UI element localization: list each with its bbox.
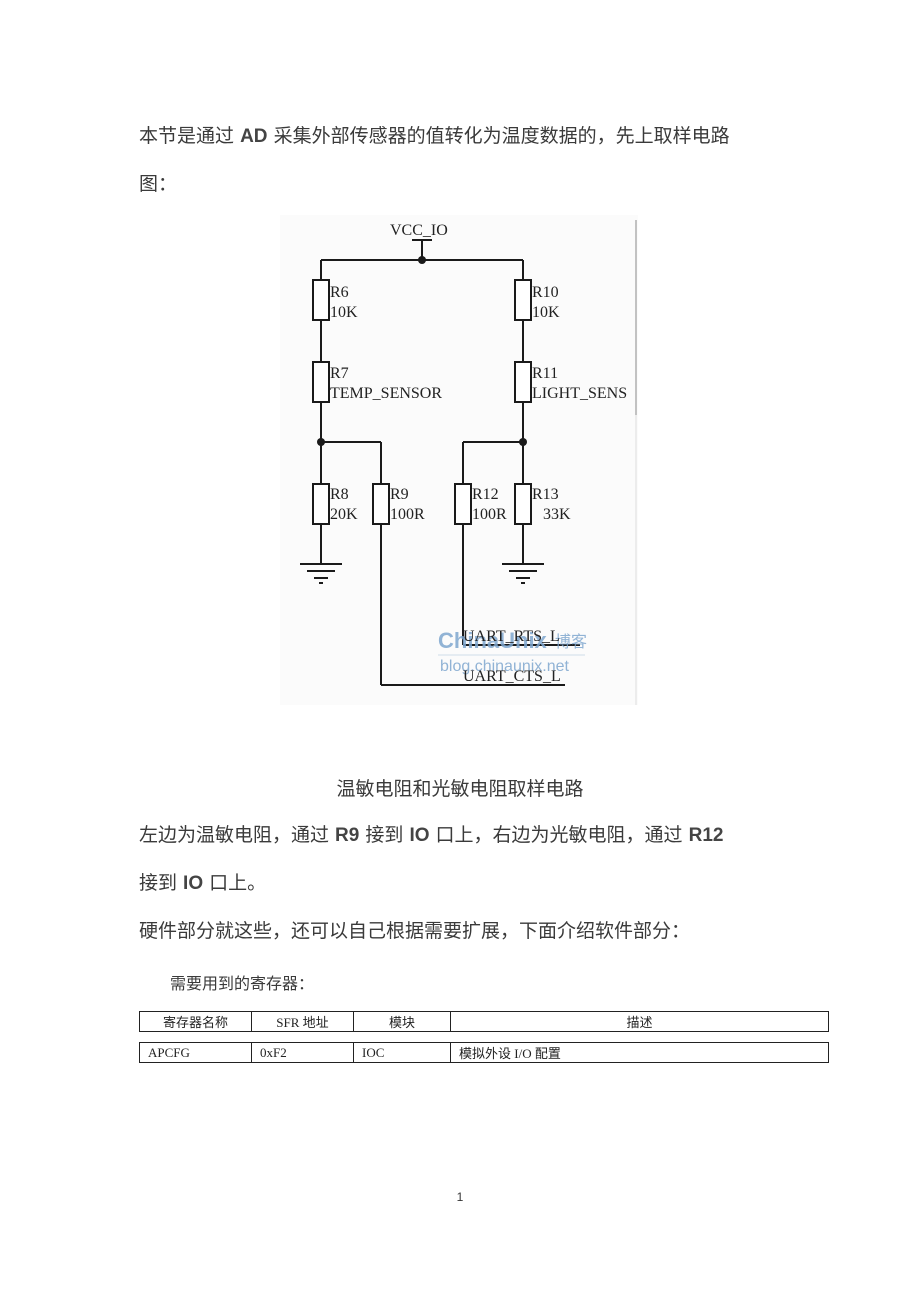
intro-line-2: 图： <box>139 173 178 195</box>
r10-ref: R10 <box>532 284 559 301</box>
intro-text-cont: 采集外部传感器的值转化为温度数据的，先上取样电路 <box>273 125 730 147</box>
r12-ref: R12 <box>472 486 499 503</box>
r6-ref: R6 <box>330 284 349 301</box>
cell-name: APCFG <box>139 1042 252 1063</box>
col-header-sfr: SFR 地址 <box>251 1011 354 1032</box>
r13-value: 33K <box>543 506 571 523</box>
table-header-row: 寄存器名称 SFR 地址 模块 描述 <box>139 1011 829 1032</box>
cell-sfr: 0xF2 <box>251 1042 354 1063</box>
table-row: APCFG 0xF2 IOC 模拟外设 I/O 配置 <box>139 1042 829 1063</box>
watermark-url: blog.chinaunix.net <box>440 658 570 675</box>
body-line-1: 左边为温敏电阻，通过 R9 接到 IO 口上，右边为光敏电阻，通过 R12 <box>139 823 723 848</box>
page-number: 1 <box>456 1190 464 1204</box>
r7-ref: R7 <box>330 365 349 382</box>
text-run: 接到 <box>139 872 184 894</box>
resistor-r9 <box>372 483 390 525</box>
resistor-r12 <box>454 483 472 525</box>
text-run: 口上。 <box>203 872 267 894</box>
bold-term: R9 <box>335 825 360 846</box>
junction-top <box>418 256 426 264</box>
junction-right <box>519 438 527 446</box>
intro-text: 本节是通过 <box>139 125 235 147</box>
r11-ref: R11 <box>532 365 558 382</box>
col-header-desc: 描述 <box>450 1011 829 1032</box>
resistor-r13 <box>514 483 532 525</box>
circuit-svg: VCC_IO R6 10K R7 TEMP_SENSOR R8 20K R9 1… <box>300 220 637 705</box>
col-header-module: 模块 <box>353 1011 451 1032</box>
net-label-rts: UART_RTS_L <box>463 628 560 645</box>
resistor-r6 <box>312 279 330 321</box>
r13-ref: R13 <box>532 486 559 503</box>
vcc-label: VCC_IO <box>390 222 448 239</box>
net-label-cts: UART_CTS_L <box>463 668 561 685</box>
r11-value: LIGHT_SENS <box>532 385 627 402</box>
intro-line-1: 本节是通过 AD 采集外部传感器的值转化为温度数据的，先上取样电路 <box>139 124 730 149</box>
body-line-3: 硬件部分就这些，还可以自己根据需要扩展，下面介绍软件部分： <box>139 920 691 942</box>
register-table-header: 寄存器名称 SFR 地址 模块 描述 <box>139 1011 829 1032</box>
text-run: 口上，右边为光敏电阻，通过 <box>429 824 689 846</box>
bold-term: IO <box>183 873 204 894</box>
junction-left <box>317 438 325 446</box>
r9-ref: R9 <box>390 486 409 503</box>
watermark-brand: ChinaUnix <box>438 628 548 653</box>
registers-heading: 需要用到的寄存器： <box>170 974 315 993</box>
body-line-2: 接到 IO 口上。 <box>139 871 266 896</box>
cell-module: IOC <box>353 1042 451 1063</box>
r6-value: 10K <box>330 304 358 321</box>
resistor-r10 <box>514 279 532 321</box>
text-run: 左边为温敏电阻，通过 <box>139 824 336 846</box>
circuit-diagram: VCC_IO R6 10K R7 TEMP_SENSOR R8 20K R9 1… <box>280 215 638 705</box>
r9-value: 100R <box>390 506 425 523</box>
resistor-r8 <box>312 483 330 525</box>
intro-bold-ad: AD <box>240 126 268 147</box>
cell-desc: 模拟外设 I/O 配置 <box>450 1042 829 1063</box>
watermark-suffix: 博客 <box>555 633 587 651</box>
r7-value: TEMP_SENSOR <box>330 385 442 402</box>
r8-ref: R8 <box>330 486 349 503</box>
r10-value: 10K <box>532 304 560 321</box>
bold-term: IO <box>409 825 430 846</box>
text-run: 接到 <box>359 824 410 846</box>
r12-value: 100R <box>472 506 507 523</box>
col-header-name: 寄存器名称 <box>139 1011 252 1032</box>
bold-term: R12 <box>688 825 724 846</box>
register-table-body: APCFG 0xF2 IOC 模拟外设 I/O 配置 <box>139 1042 829 1063</box>
figure-caption: 温敏电阻和光敏电阻取样电路 <box>336 778 584 800</box>
r8-value: 20K <box>330 506 358 523</box>
resistor-r7 <box>312 361 330 403</box>
resistor-r11 <box>514 361 532 403</box>
